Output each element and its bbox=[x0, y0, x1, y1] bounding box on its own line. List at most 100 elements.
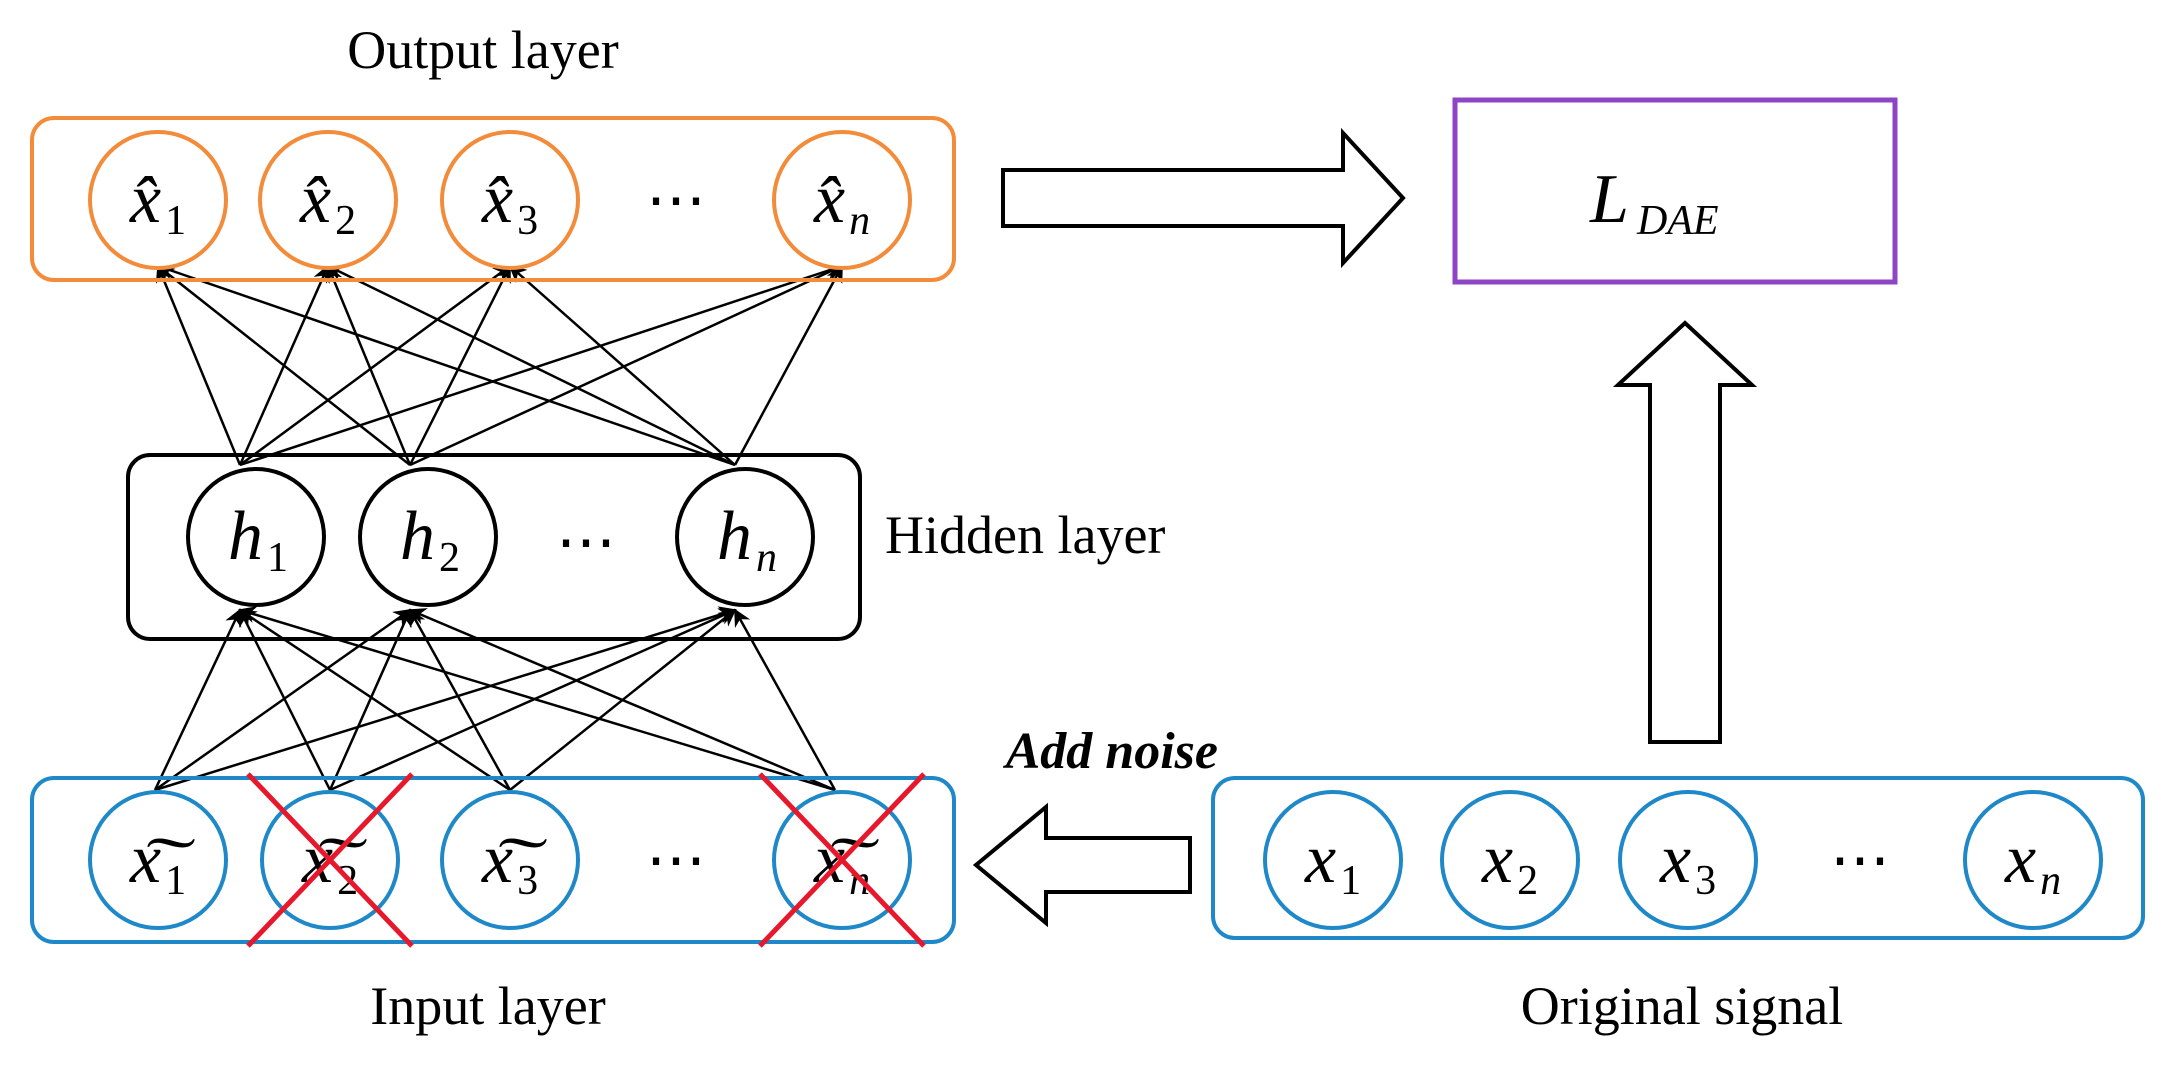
add-noise-arrow bbox=[972, 802, 1192, 928]
input-ellipsis: ⋯ bbox=[646, 827, 706, 893]
signal-node-label: x2 bbox=[1481, 821, 1538, 904]
input-layer-box bbox=[30, 776, 956, 944]
hidden-node-var: h bbox=[228, 498, 263, 575]
hidden-node-label: hn bbox=[717, 498, 777, 581]
signal-node-var: x bbox=[1481, 821, 1513, 898]
hidden-layer-label: Hidden layer bbox=[885, 505, 1165, 565]
input-node-1: x͠1 bbox=[88, 790, 228, 930]
signal-node-circle bbox=[1263, 790, 1403, 930]
signal-ellipsis: ⋯ bbox=[1830, 827, 1890, 893]
output-node-label: x̂n bbox=[813, 161, 870, 244]
signal-node-label: xn bbox=[2004, 821, 2061, 904]
hidden-layer-box bbox=[126, 453, 862, 641]
output-node-sub: 1 bbox=[165, 198, 186, 244]
loss-main: L bbox=[1589, 161, 1629, 238]
edge-hidden2-output2 bbox=[325, 264, 412, 466]
noise-cross-line bbox=[758, 772, 926, 948]
hidden-node-label: h2 bbox=[400, 498, 460, 581]
output-node-label: x̂2 bbox=[299, 161, 356, 244]
output-node-label: x̂3 bbox=[481, 161, 538, 244]
input-nodes: x͠1x͠2x͠3 x͠n bbox=[88, 772, 926, 948]
hidden-node-circle bbox=[358, 467, 498, 607]
edge-hidden2-output3 bbox=[408, 264, 512, 466]
output-layer-label: Output layer bbox=[347, 20, 618, 80]
hidden-node-var: h bbox=[717, 498, 752, 575]
signal-node-label: x3 bbox=[1659, 821, 1716, 904]
input-node-3: x͠3 bbox=[440, 790, 580, 930]
add-noise-label: Add noise bbox=[1003, 723, 1218, 780]
edge-hidden3-output1 bbox=[156, 262, 736, 467]
output-node-1: x̂1 bbox=[88, 130, 228, 270]
signal-node-4: xn bbox=[1963, 790, 2103, 930]
input-node-2: x͠2 bbox=[246, 772, 414, 948]
output-node-circle bbox=[440, 130, 580, 270]
edge-hidden2-output1 bbox=[156, 264, 411, 466]
output-node-circle bbox=[88, 130, 228, 270]
noise-cross-line bbox=[246, 772, 414, 948]
signal-node-2: x2 bbox=[1440, 790, 1580, 930]
output-to-loss-arrow bbox=[1001, 127, 1406, 269]
loss-sub: DAE bbox=[1636, 198, 1719, 244]
output-node-circle bbox=[772, 130, 912, 270]
signal-node-sub: 2 bbox=[1517, 858, 1538, 904]
edge-hidden3-output3 bbox=[508, 264, 736, 466]
input-node-circle bbox=[88, 790, 228, 930]
output-node-4: x̂n bbox=[772, 130, 912, 270]
edge-hidden2-output4 bbox=[409, 264, 844, 467]
signal-node-sub: n bbox=[2040, 858, 2061, 904]
output-ellipsis: ⋯ bbox=[646, 167, 706, 233]
signal-node-circle bbox=[1440, 790, 1580, 930]
hidden-node-circle bbox=[675, 467, 815, 607]
edge-hidden1-output4 bbox=[239, 262, 844, 467]
output-node-sub: 3 bbox=[517, 198, 538, 244]
hidden-node-var: h bbox=[400, 498, 435, 575]
output-node-var: x̂ bbox=[129, 161, 161, 238]
edge-hidden3-output2 bbox=[326, 264, 736, 467]
output-node-label: x̂1 bbox=[129, 161, 186, 244]
input-node-4: x͠n bbox=[758, 772, 926, 948]
signal-node-var: x bbox=[1304, 821, 1336, 898]
input-node-circle bbox=[440, 790, 580, 930]
output-node-sub: n bbox=[849, 198, 870, 244]
signal-node-label: x1 bbox=[1304, 821, 1361, 904]
output-node-3: x̂3 bbox=[440, 130, 580, 270]
output-node-circle bbox=[258, 130, 398, 270]
signal-node-var: x bbox=[1659, 821, 1691, 898]
input-node-sub: 3 bbox=[517, 858, 538, 904]
loss-box bbox=[1452, 97, 1898, 285]
original-signal-box bbox=[1211, 776, 2145, 940]
signal-node-sub: 1 bbox=[1340, 858, 1361, 904]
edge-hidden3-output4 bbox=[733, 264, 844, 466]
connections bbox=[153, 262, 844, 792]
hidden-node-3: hn bbox=[675, 467, 815, 607]
hidden-node-sub: 2 bbox=[439, 535, 460, 581]
hidden-node-1: h1 bbox=[186, 467, 326, 607]
hidden-node-circle bbox=[186, 467, 326, 607]
signal-node-circle bbox=[1618, 790, 1758, 930]
hidden-node-sub: n bbox=[756, 535, 777, 581]
signal-to-loss-arrow bbox=[1612, 320, 1758, 744]
original-signal-label: Original signal bbox=[1521, 976, 1843, 1036]
edge-hidden1-output3 bbox=[239, 264, 512, 467]
output-node-var: x̂ bbox=[481, 161, 513, 238]
input-node-sub: 1 bbox=[165, 858, 186, 904]
signal-node-1: x1 bbox=[1263, 790, 1403, 930]
signal-node-3: x3 bbox=[1618, 790, 1758, 930]
signal-node-circle bbox=[1963, 790, 2103, 930]
signal-node-var: x bbox=[2004, 821, 2036, 898]
output-node-var: x̂ bbox=[299, 161, 331, 238]
output-node-2: x̂2 bbox=[258, 130, 398, 270]
signal-node-sub: 3 bbox=[1695, 858, 1716, 904]
edge-hidden1-output1 bbox=[155, 264, 242, 466]
output-node-sub: 2 bbox=[335, 198, 356, 244]
hidden-node-2: h2 bbox=[358, 467, 498, 607]
hidden-node-sub: 1 bbox=[267, 535, 288, 581]
output-node-var: x̂ bbox=[813, 161, 845, 238]
input-layer-label: Input layer bbox=[370, 976, 605, 1036]
output-layer-box bbox=[30, 116, 956, 282]
